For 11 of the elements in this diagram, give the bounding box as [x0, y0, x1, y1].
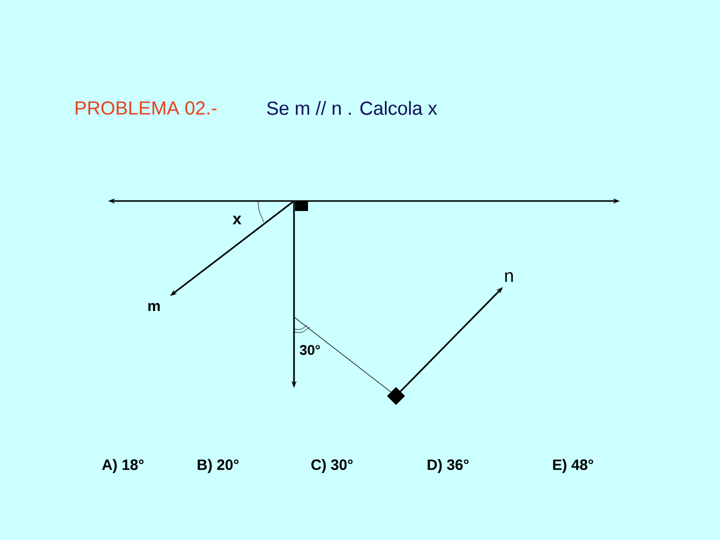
angle-label: x — [232, 216, 242, 224]
problem-statement: Se m // n . Calcola x — [267, 101, 438, 115]
answer-option: A) 18° — [102, 459, 144, 473]
answer-option: D) 36° — [428, 459, 469, 473]
line-label: n — [505, 272, 513, 282]
answer-option: E) 48° — [553, 459, 594, 473]
answer-option: B) 20° — [198, 459, 239, 473]
answer-option: C) 30° — [311, 459, 353, 473]
angle-label: 30° — [300, 345, 320, 355]
line-label: m — [148, 302, 160, 312]
problem-number: PROBLEMA 02.- — [76, 101, 216, 115]
